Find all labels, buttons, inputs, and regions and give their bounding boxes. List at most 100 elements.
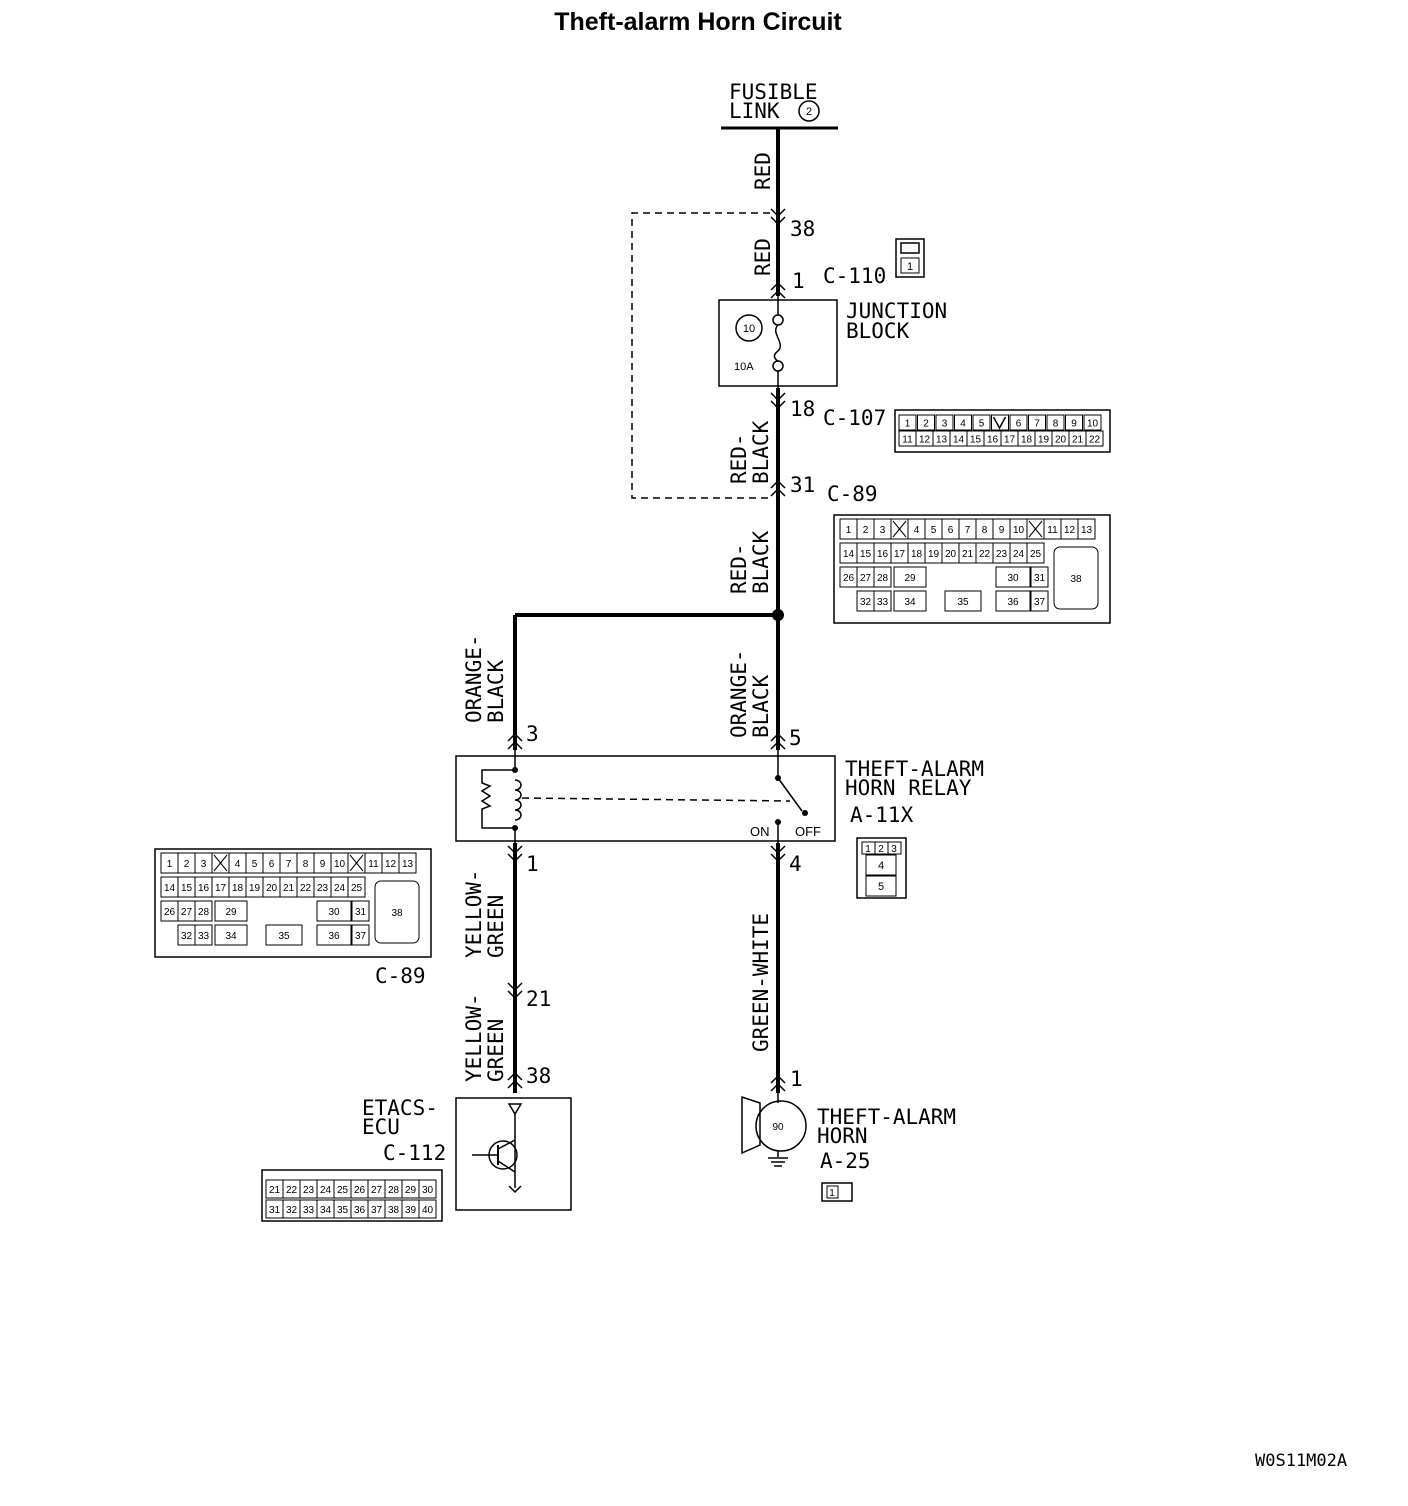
c89-top-pin: 20 [945,549,957,560]
c89-left-pin: 36 [328,931,340,942]
c107-pin: 6 [1016,419,1022,430]
c89-left-pin: 28 [198,907,210,918]
c89-top-pin: 4 [914,525,920,536]
wire-label-orange-black-left-1: ORANGE- [462,634,486,723]
c89-left-pin: 23 [317,883,329,894]
c89-top-pin: 9 [999,525,1005,536]
c89-top-pin: 6 [948,525,954,536]
c89-top-pin: 12 [1064,525,1076,536]
c89-left-pin: 22 [300,883,312,894]
c89-top-pin: 35 [957,597,969,608]
c107-pin: 12 [919,435,931,446]
wire-label-orange-black-right-2: BLACK [749,674,773,738]
a11x-pin-1: 1 [865,844,871,855]
c89-top-pin: 36 [1007,597,1019,608]
c110-pin-1: 1 [907,261,913,273]
fusible-link: FUSIBLE LINK 2 [721,80,838,130]
c89-top-pin: 19 [928,549,940,560]
svg-text:90: 90 [772,1122,784,1133]
wire-label-red-black-lower-2: BLACK [749,530,773,594]
relay-code: A-11X [850,803,914,827]
c112-pin: 33 [303,1205,315,1216]
c89-top-pin: 5 [931,525,937,536]
c89-top-pin-38: 38 [1070,574,1082,585]
c107-pin: 4 [960,419,966,430]
a11x-pin-2: 2 [878,844,884,855]
c89-top-pin: 3 [880,525,886,536]
c89-top-pin: 2 [863,525,869,536]
c89-left-pin: 2 [184,859,190,870]
diagram-title: Theft-alarm Horn Circuit [554,8,842,36]
c112-pin: 21 [269,1185,281,1196]
c89-top-pin: 18 [911,549,923,560]
c89-left-pin: 30 [328,907,340,918]
c107-pin: 13 [936,435,948,446]
c89-left-pin: 32 [181,931,193,942]
fusible-link-label-2: LINK [729,99,780,123]
c112-pin: 35 [337,1205,349,1216]
c89-left-pin: 5 [252,859,258,870]
c89-top-pin: 26 [843,573,855,584]
a25-pin-1: 1 [829,1188,835,1199]
pin-38-top: 38 [790,217,815,241]
c107-pin: 8 [1053,419,1059,430]
c89-top-pin: 7 [965,525,971,536]
c107-pin: 18 [1021,435,1033,446]
c89-left-pin: 31 [355,907,367,918]
c89-top-pin: 24 [1013,549,1025,560]
c107-pin: 5 [979,419,985,430]
ecu-label-1: ETACS- [362,1096,438,1120]
horn-code: A-25 [820,1149,871,1173]
wire-label-yellow-green-upper-1: YELLOW- [462,869,486,958]
c89-top-pin: 37 [1034,597,1046,608]
fuse-number: 10 [743,323,755,335]
c89-left-pin: 35 [278,931,290,942]
c89-left-pin: 12 [385,859,397,870]
c89-left-pin: 34 [225,931,237,942]
c89-top-pin: 33 [877,597,889,608]
c89-left-pin: 4 [235,859,241,870]
c89-left-pin: 17 [215,883,227,894]
c89-left-pin: 9 [320,859,326,870]
c107-pin: 14 [953,435,965,446]
c107-label: C-107 [823,406,886,430]
wire-label-red-black-upper-2: BLACK [749,420,773,484]
c89-top-pin: 16 [877,549,889,560]
c89-top-pin: 29 [904,573,916,584]
c107-pin: 16 [987,435,999,446]
junction-block-dashed-outline [631,212,770,499]
c112-pin: 38 [388,1205,400,1216]
c89-left-pin: 3 [201,859,207,870]
c112-pin: 23 [303,1185,315,1196]
theft-alarm-horn: 90 [741,1093,807,1167]
c89-left-pin: 20 [266,883,278,894]
pin-5: 5 [789,726,802,750]
wire-label-yellow-green-lower-2: GREEN [484,1019,508,1082]
fusible-link-number: 2 [806,106,812,118]
wire-label-orange-black-right-1: ORANGE- [727,649,751,738]
c89-top-pin: 30 [1007,573,1019,584]
c112-pin: 40 [422,1205,434,1216]
pin-1-c110: 1 [792,269,805,293]
pin-21: 21 [526,987,551,1011]
wire-label-red-top: RED [751,152,775,190]
c107-pin: 17 [1004,435,1016,446]
c89-left-pin: 24 [334,883,346,894]
c89-top-pin: 15 [860,549,872,560]
horn-label-2: HORN [817,1124,868,1148]
c89-left-pin: 15 [181,883,193,894]
c107-pin: 1 [905,419,911,430]
pin-18: 18 [790,397,815,421]
c89-left-pin: 27 [181,907,193,918]
c110-label: C-110 [823,264,886,288]
c89-top-pin: 14 [843,549,855,560]
wire-label-orange-black-left-2: BLACK [484,659,508,723]
c89-left-pin: 8 [303,859,309,870]
c89-top-pin: 25 [1030,549,1042,560]
pin-1-relay: 1 [526,852,539,876]
c107-pin: 20 [1055,435,1067,446]
c89-top-pin: 10 [1013,525,1025,536]
